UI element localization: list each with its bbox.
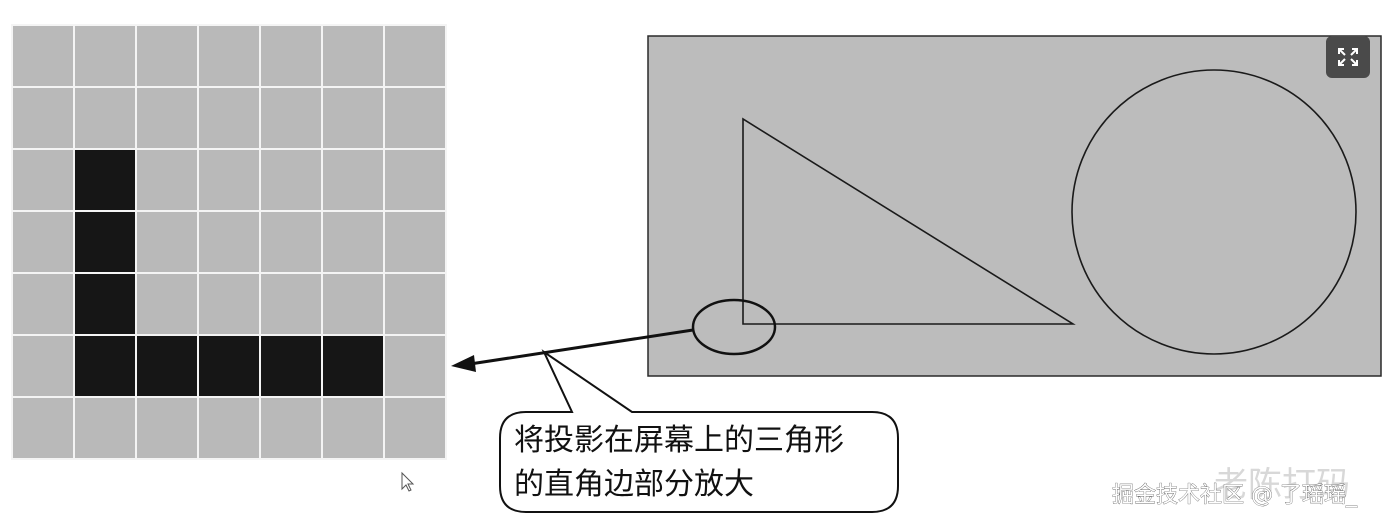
watermark: 老陈打码 掘金技术社区 @ 了瑶瑶_ [1112, 465, 1359, 508]
pixel-empty [11, 334, 75, 398]
pixel-empty [135, 86, 199, 150]
pixel-empty [321, 210, 385, 274]
pixel-empty [197, 210, 261, 274]
pixel-filled [73, 272, 137, 336]
screen-background [647, 35, 1382, 377]
pixel-empty [321, 272, 385, 336]
callout-bubble: 将投影在屏幕上的三角形 的直角边部分放大 [499, 349, 899, 513]
pixel-empty [197, 24, 261, 88]
pixel-empty [259, 148, 323, 212]
pixel-empty [259, 86, 323, 150]
cursor-icon [401, 471, 415, 492]
callout-line-2: 的直角边部分放大 [514, 467, 754, 502]
pixel-empty [11, 86, 75, 150]
pixel-empty [383, 148, 447, 212]
pixel-empty [383, 334, 447, 398]
circle-shape [1071, 69, 1357, 355]
pixel-empty [259, 396, 323, 460]
pixel-empty [135, 210, 199, 274]
pixel-empty [11, 24, 75, 88]
pixel-empty [383, 272, 447, 336]
pixel-empty [73, 396, 137, 460]
screen-panel [647, 35, 1382, 377]
pixel-filled [73, 148, 137, 212]
pixel-empty [73, 86, 137, 150]
pixel-empty [259, 24, 323, 88]
pixel-empty [197, 86, 261, 150]
pixel-empty [259, 210, 323, 274]
pixel-filled [197, 334, 261, 398]
pixel-empty [383, 24, 447, 88]
pixel-empty [135, 272, 199, 336]
pixel-empty [321, 86, 385, 150]
pixel-filled [259, 334, 323, 398]
pixel-empty [321, 148, 385, 212]
pixel-grid [11, 24, 447, 460]
pixel-empty [321, 24, 385, 88]
pixel-empty [197, 396, 261, 460]
triangle-shape [742, 117, 1076, 325]
pixel-empty [135, 24, 199, 88]
pixel-filled [73, 210, 137, 274]
pixel-filled [321, 334, 385, 398]
pixel-empty [11, 396, 75, 460]
pixel-empty [135, 148, 199, 212]
pixel-empty [135, 396, 199, 460]
pixel-empty [11, 210, 75, 274]
pixel-filled [73, 334, 137, 398]
pixel-empty [197, 272, 261, 336]
magnify-arrow [451, 328, 694, 372]
pixel-empty [383, 86, 447, 150]
pixel-empty [321, 396, 385, 460]
pixel-empty [259, 272, 323, 336]
pixel-empty [383, 210, 447, 274]
watermark-faint-text: 老陈打码 [1214, 465, 1350, 505]
callout-line-1: 将投影在屏幕上的三角形 [514, 423, 844, 458]
pixel-empty [11, 272, 75, 336]
pixel-empty [197, 148, 261, 212]
pixel-empty [73, 24, 137, 88]
pixel-filled [135, 334, 199, 398]
highlight-ellipse [691, 298, 777, 356]
pixel-empty [383, 396, 447, 460]
watermark-text: 掘金技术社区 @ 了瑶瑶_ [1112, 483, 1358, 508]
expand-icon[interactable] [1326, 36, 1370, 78]
pixel-empty [11, 148, 75, 212]
